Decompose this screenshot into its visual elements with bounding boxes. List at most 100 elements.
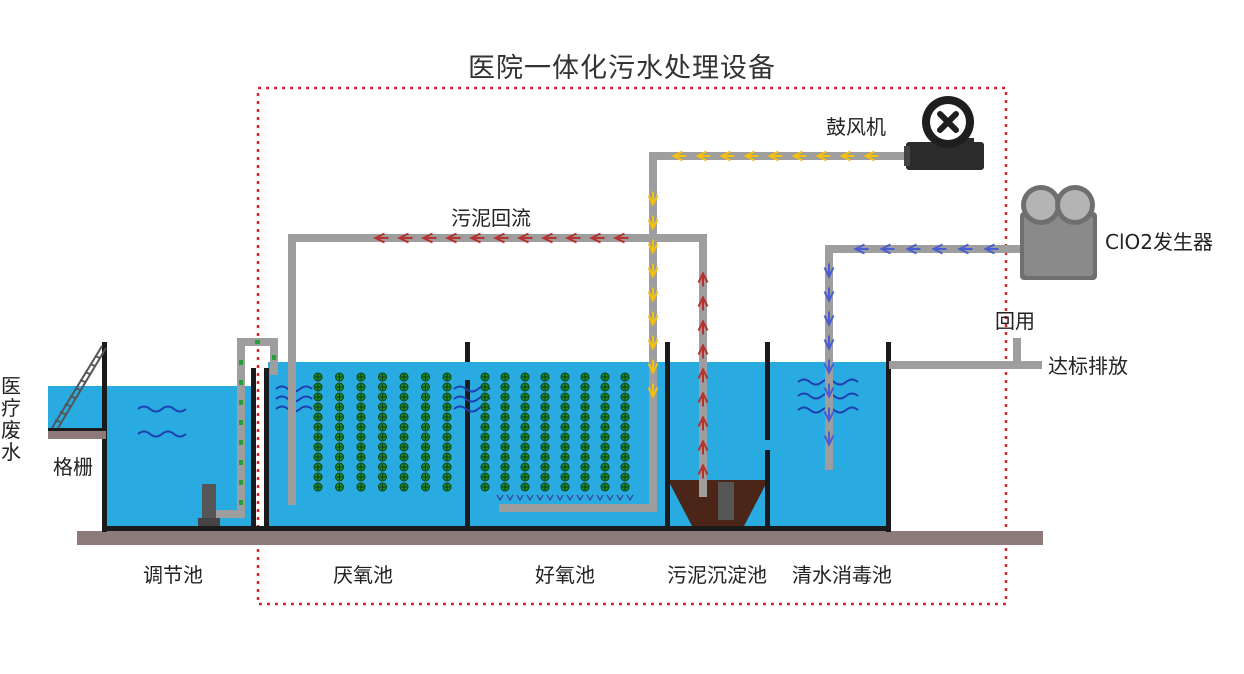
aeration-bubble bbox=[399, 482, 409, 492]
aeration-bubble bbox=[580, 452, 590, 462]
aeration-bubble bbox=[580, 462, 590, 472]
aeration-bubble bbox=[620, 422, 630, 432]
aeration-bubble bbox=[500, 392, 510, 402]
aeration-bubble bbox=[580, 422, 590, 432]
aeration-bubble bbox=[442, 422, 452, 432]
aeration-bubble bbox=[620, 382, 630, 392]
aeration-bubble bbox=[520, 372, 530, 382]
diffuser-nozzle bbox=[626, 494, 634, 502]
aeration-bubble bbox=[600, 422, 610, 432]
label-disinfection-tank: 清水消毒池 bbox=[792, 563, 892, 587]
aeration-bubble bbox=[500, 452, 510, 462]
label-sludge-return: 污泥回流 bbox=[451, 206, 531, 230]
aeration-bubble bbox=[480, 462, 490, 472]
aeration-bubble bbox=[560, 462, 570, 472]
aeration-bubble bbox=[313, 392, 323, 402]
aeration-bubble bbox=[520, 482, 530, 492]
diffuser-nozzle bbox=[536, 494, 544, 502]
aeration-bubble bbox=[540, 412, 550, 422]
aeration-bubble bbox=[378, 422, 387, 432]
aeration-bubble bbox=[442, 462, 452, 472]
aeration-bubble bbox=[540, 372, 550, 382]
aeration-bubble bbox=[442, 402, 452, 412]
aeration-bubble bbox=[540, 402, 550, 412]
regulating-water bbox=[105, 386, 253, 526]
aeration-bubble bbox=[442, 382, 452, 392]
aeration-bubble bbox=[378, 402, 387, 412]
aeration-bubble bbox=[480, 402, 490, 412]
aeration-bubble bbox=[480, 412, 490, 422]
diffuser-nozzle bbox=[556, 494, 564, 502]
aeration-bubble bbox=[580, 412, 590, 422]
aeration-bubble bbox=[378, 452, 387, 462]
aeration-bubble bbox=[580, 402, 590, 412]
aeration-bubble bbox=[378, 392, 387, 402]
aeration-bubble bbox=[356, 472, 366, 482]
aeration-bubble bbox=[520, 392, 530, 402]
label-aerobic-tank: 好氧池 bbox=[535, 563, 595, 587]
aeration-bubble bbox=[356, 462, 366, 472]
aeration-bubble bbox=[560, 372, 570, 382]
aeration-bubble bbox=[620, 452, 630, 462]
aeration-bubble bbox=[442, 482, 452, 492]
aeration-bubble bbox=[480, 392, 490, 402]
aeration-bubble bbox=[421, 482, 430, 492]
aeration-bubble bbox=[560, 472, 570, 482]
aeration-bubble bbox=[313, 472, 323, 482]
aeration-bubble bbox=[620, 392, 630, 402]
aeration-bubble bbox=[356, 432, 366, 442]
aeration-bubble bbox=[313, 382, 323, 392]
aeration-bubble bbox=[560, 412, 570, 422]
aeration-bubble bbox=[313, 452, 323, 462]
aeration-bubble bbox=[378, 382, 387, 392]
aeration-bubble bbox=[540, 442, 550, 452]
label-discharge: 达标排放 bbox=[1048, 354, 1128, 378]
aeration-bubble bbox=[540, 462, 550, 472]
diffuser-nozzle bbox=[616, 494, 624, 502]
aeration-bubble bbox=[335, 482, 344, 492]
aeration-bubble bbox=[520, 472, 530, 482]
aeration-bubble bbox=[500, 462, 510, 472]
aeration-bubble bbox=[520, 412, 530, 422]
aeration-bubble bbox=[399, 402, 409, 412]
aeration-bubble bbox=[600, 392, 610, 402]
aeration-bubble bbox=[313, 372, 323, 382]
aeration-bubble bbox=[500, 372, 510, 382]
aeration-bubble bbox=[356, 402, 366, 412]
lift-pump bbox=[202, 484, 216, 524]
aeration-bubble bbox=[480, 382, 490, 392]
aeration-bubble bbox=[600, 452, 610, 462]
aeration-bubble bbox=[500, 442, 510, 452]
aeration-bubble bbox=[580, 472, 590, 482]
aeration-bubble bbox=[540, 382, 550, 392]
aeration-bubble bbox=[335, 432, 344, 442]
aeration-bubble bbox=[480, 482, 490, 492]
sludge-return-arrows bbox=[373, 232, 709, 479]
aeration-bubble bbox=[520, 452, 530, 462]
aeration-bubble bbox=[335, 372, 344, 382]
label-reuse: 回用 bbox=[995, 309, 1035, 333]
aeration-bubble bbox=[620, 482, 630, 492]
label-sedimentation-tank: 污泥沉淀池 bbox=[667, 563, 767, 587]
diffuser-nozzle bbox=[506, 494, 514, 502]
aeration-bubble bbox=[399, 432, 409, 442]
aeration-bubble bbox=[313, 402, 323, 412]
aeration-bubble bbox=[580, 442, 590, 452]
screen-ledge bbox=[48, 430, 106, 439]
aeration-bubble bbox=[442, 442, 452, 452]
aeration-bubble bbox=[421, 412, 430, 422]
aeration-bubble bbox=[421, 422, 430, 432]
aeration-bubble bbox=[540, 472, 550, 482]
aeration-bubble bbox=[560, 392, 570, 402]
screen-ledge-edge bbox=[48, 428, 106, 431]
aeration-bubble bbox=[560, 402, 570, 412]
aeration-bubble bbox=[421, 382, 430, 392]
aeration-bubble bbox=[421, 442, 430, 452]
aeration-bubble bbox=[442, 372, 452, 382]
aeration-bubble bbox=[540, 432, 550, 442]
label-anaerobic-tank: 厌氧池 bbox=[333, 563, 393, 587]
aeration-bubble bbox=[520, 432, 530, 442]
aeration-bubble bbox=[520, 382, 530, 392]
aeration-bubble bbox=[560, 452, 570, 462]
aeration-bubble bbox=[335, 392, 344, 402]
